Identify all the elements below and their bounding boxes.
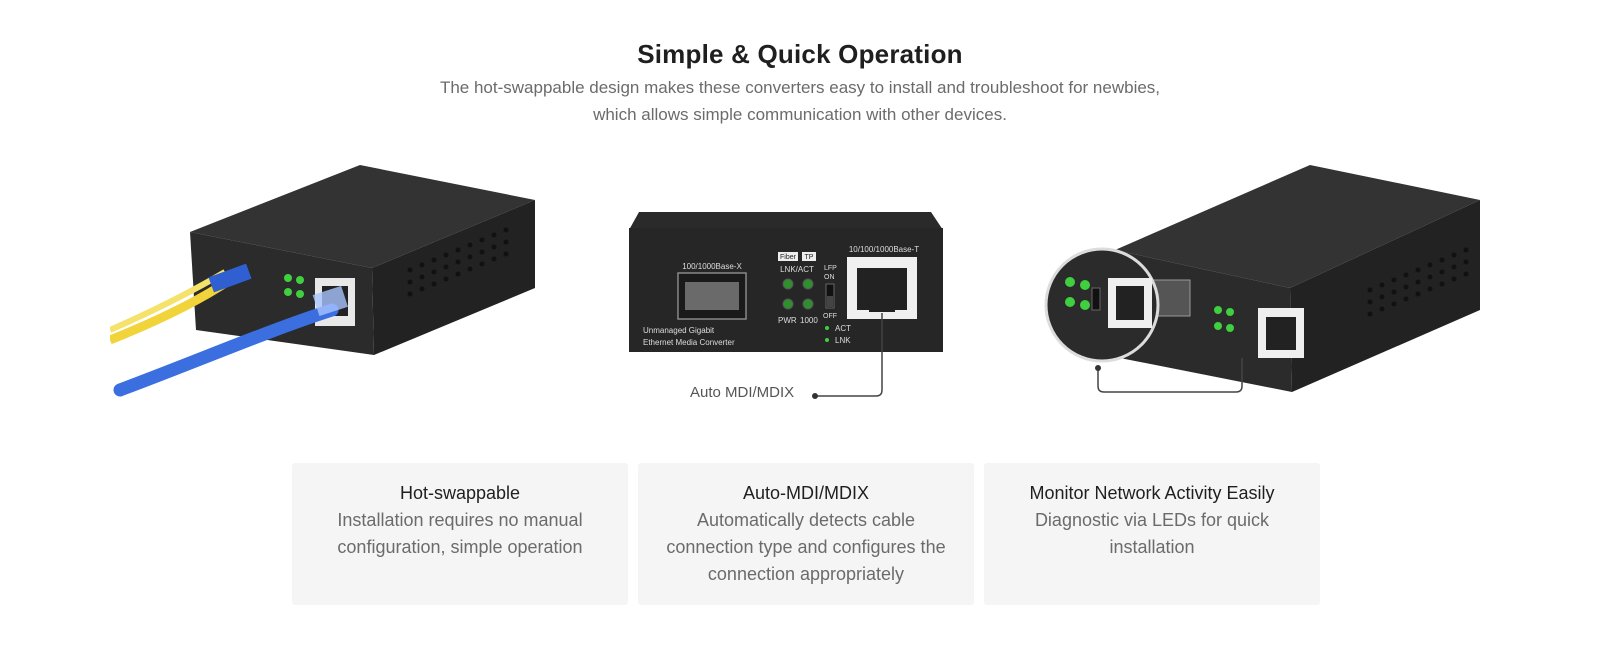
product-name-line-1: Unmanaged Gigabit — [643, 326, 715, 335]
act-label: ACT — [835, 324, 851, 333]
feature-card-monitor-activity: Monitor Network Activity Easily Diagnost… — [984, 463, 1320, 605]
speed-label: 1000 — [800, 316, 818, 325]
feature-title: Monitor Network Activity Easily — [1029, 483, 1275, 503]
feature-cards: Hot-swappable Installation requires no m… — [292, 463, 1320, 605]
pwr-label: PWR — [778, 316, 797, 325]
feature-title: Auto-MDI/MDIX — [742, 483, 870, 503]
feature-card-auto-mdix: Auto-MDI/MDIX Automatically detects cabl… — [638, 463, 974, 605]
product-photo-front-panel: 100/1000Base-X Unmanaged Gigabit Etherne… — [625, 200, 975, 415]
product-name-line-2: Ethernet Media Converter — [643, 338, 735, 347]
product-photo-cabled — [108, 160, 560, 420]
feature-title: Hot-swappable — [399, 483, 521, 503]
product-photo-led-detail — [1040, 160, 1510, 420]
feature-description: Diagnostic via LEDs for quick installati… — [1034, 510, 1270, 557]
feature-description: Installation requires no manual configur… — [337, 510, 583, 557]
rj45-port-label: 10/100/1000Base-T — [849, 245, 919, 254]
feature-card-hot-swappable: Hot-swappable Installation requires no m… — [292, 463, 628, 605]
tp-tag: TP — [805, 254, 814, 261]
lnk-label: LNK — [835, 336, 851, 345]
feature-description: Automatically detects cable connection t… — [666, 510, 946, 584]
page-title: Simple & Quick Operation — [637, 39, 963, 70]
sfp-port-label: 100/1000Base-X — [682, 262, 742, 271]
subtitle-line-1: The hot-swappable design makes these con… — [439, 78, 1161, 97]
lfp-label: LFP — [824, 265, 837, 272]
page-subtitle: The hot-swappable design makes these con… — [0, 74, 1600, 128]
on-label: ON — [824, 274, 835, 281]
lnk-act-label: LNK/ACT — [780, 265, 814, 274]
auto-mdix-callout-label: Auto MDI/MDIX — [690, 384, 795, 401]
fiber-tag: Fiber — [780, 254, 797, 261]
subtitle-line-2: which allows simple communication with o… — [593, 105, 1007, 124]
off-label: OFF — [823, 313, 837, 320]
